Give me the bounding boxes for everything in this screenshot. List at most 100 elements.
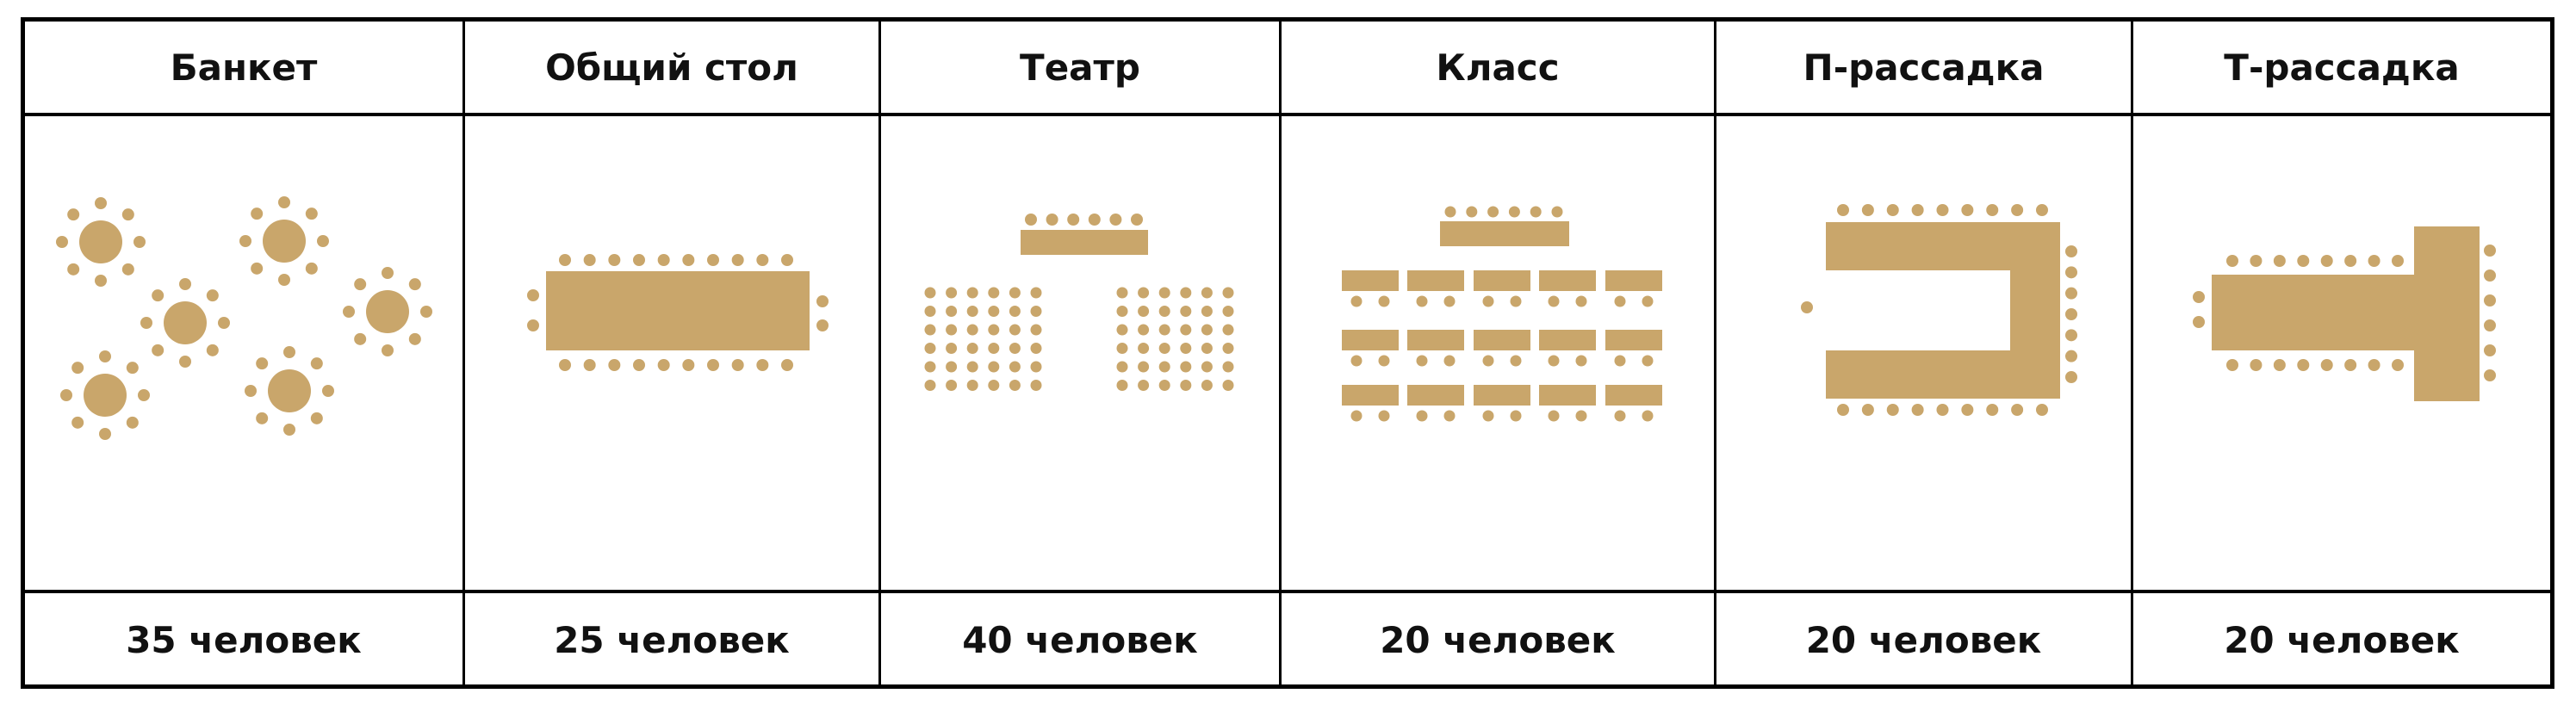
chair-dot bbox=[1158, 361, 1170, 373]
chair-dot bbox=[1614, 295, 1626, 307]
chair-dot bbox=[1861, 204, 1874, 216]
chair-dot bbox=[1201, 361, 1213, 373]
chair-dot bbox=[2484, 294, 2496, 307]
chair-dot bbox=[1936, 404, 1949, 416]
chair-dot bbox=[2065, 350, 2077, 362]
chair-dot bbox=[245, 385, 257, 397]
chair-dot bbox=[1961, 404, 1974, 416]
chair-dot bbox=[756, 254, 769, 266]
chair-dot bbox=[420, 306, 432, 318]
chair-dot bbox=[1158, 287, 1170, 299]
chair-dot bbox=[1466, 206, 1478, 218]
chair-dot bbox=[382, 267, 394, 279]
column-separator bbox=[2131, 17, 2133, 689]
chair-dot bbox=[966, 343, 978, 354]
chair-dot bbox=[1180, 306, 1192, 317]
chair-dot bbox=[1444, 206, 1456, 218]
chair-dot bbox=[251, 262, 264, 275]
chair-dot bbox=[99, 350, 111, 362]
chair-dot bbox=[1416, 355, 1428, 367]
chair-dot bbox=[1837, 404, 1849, 416]
table-border-bottom bbox=[21, 684, 2554, 689]
chair-dot bbox=[218, 317, 230, 329]
chair-dot bbox=[1911, 404, 1924, 416]
chair-dot bbox=[633, 359, 645, 371]
chair-dot bbox=[1180, 287, 1192, 299]
chair-dot bbox=[121, 263, 134, 276]
round-table bbox=[79, 220, 122, 263]
chair-dot bbox=[278, 196, 290, 208]
layout-name-classroom: Класс bbox=[1436, 46, 1560, 89]
chair-dot bbox=[2484, 269, 2496, 282]
stage-table bbox=[1021, 230, 1148, 255]
desk-rect bbox=[1342, 330, 1399, 350]
chair-dot bbox=[1138, 287, 1150, 299]
chair-dot bbox=[1116, 287, 1128, 299]
chair-dot bbox=[2297, 359, 2310, 371]
chair-dot bbox=[1482, 295, 1494, 307]
chair-dot bbox=[133, 236, 146, 248]
chair-dot bbox=[1642, 295, 1654, 307]
chair-dot bbox=[1548, 295, 1560, 307]
chair-dot bbox=[1961, 204, 1974, 216]
chair-dot bbox=[988, 287, 1000, 299]
capacity-t-shape: 20 человек bbox=[2224, 618, 2460, 661]
chair-dot bbox=[1201, 343, 1213, 354]
chair-dot bbox=[1222, 380, 1234, 391]
chair-dot bbox=[608, 254, 621, 266]
chair-dot bbox=[1222, 306, 1234, 317]
chair-dot bbox=[1030, 380, 1042, 391]
chair-dot bbox=[2065, 329, 2077, 342]
chair-dot bbox=[988, 324, 1000, 336]
chair-dot bbox=[95, 275, 107, 287]
chair-dot bbox=[322, 385, 334, 397]
chair-dot bbox=[343, 306, 355, 318]
desk-rect bbox=[1407, 270, 1464, 291]
chair-dot bbox=[1180, 361, 1192, 373]
chair-dot bbox=[152, 344, 164, 356]
chair-dot bbox=[731, 254, 744, 266]
chair-dot bbox=[1378, 410, 1390, 422]
chair-dot bbox=[1936, 204, 1949, 216]
chair-dot bbox=[2297, 255, 2310, 267]
chair-dot bbox=[966, 380, 978, 391]
chair-dot bbox=[988, 306, 1000, 317]
chair-dot bbox=[95, 197, 107, 209]
chair-dot bbox=[966, 361, 978, 373]
chair-dot bbox=[1138, 380, 1150, 391]
chair-dot bbox=[1482, 355, 1494, 367]
chair-dot bbox=[781, 254, 793, 266]
chair-dot bbox=[354, 278, 367, 291]
chair-dot bbox=[2320, 359, 2333, 371]
chair-dot bbox=[138, 389, 150, 401]
chair-dot bbox=[731, 359, 744, 371]
chair-dot bbox=[657, 359, 670, 371]
chair-dot bbox=[1030, 361, 1042, 373]
chair-dot bbox=[966, 324, 978, 336]
chair-dot bbox=[1067, 214, 1080, 226]
layout-name-common-table: Общий стол bbox=[545, 46, 798, 89]
chair-dot bbox=[305, 207, 318, 220]
chair-dot bbox=[682, 254, 695, 266]
chair-dot bbox=[966, 306, 978, 317]
chair-dot bbox=[2036, 404, 2048, 416]
capacity-u-shape: 20 человек bbox=[1805, 618, 2042, 661]
chair-dot bbox=[408, 278, 421, 291]
chair-dot bbox=[1575, 355, 1587, 367]
round-table bbox=[164, 301, 207, 344]
chair-dot bbox=[1487, 206, 1499, 218]
round-table bbox=[84, 374, 127, 417]
chair-dot bbox=[1378, 355, 1390, 367]
layout-name-theatre: Театр bbox=[1020, 46, 1140, 89]
chair-dot bbox=[2344, 359, 2357, 371]
chair-dot bbox=[924, 287, 936, 299]
chair-dot bbox=[278, 274, 290, 286]
chair-dot bbox=[1009, 306, 1021, 317]
chair-dot bbox=[1482, 410, 1494, 422]
chair-dot bbox=[1575, 295, 1587, 307]
chair-dot bbox=[1548, 410, 1560, 422]
desk-rect bbox=[1605, 330, 1662, 350]
chair-dot bbox=[1158, 343, 1170, 354]
chair-dot bbox=[1046, 214, 1058, 226]
chair-dot bbox=[1138, 361, 1150, 373]
